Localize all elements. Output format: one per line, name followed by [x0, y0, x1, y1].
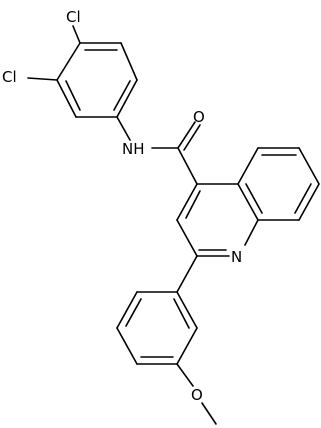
amide-nh-label: NH	[122, 140, 145, 158]
quinoline-n-label: N	[231, 248, 242, 266]
dichlorophenyl-ring	[56, 42, 138, 118]
cl-lower-label: Cl	[2, 68, 17, 86]
cl-lower-bond	[27, 77, 58, 81]
quinoline-pyridine-ring	[176, 183, 259, 257]
cl-upper-label: Cl	[66, 8, 81, 26]
methoxyphenyl-ring	[116, 255, 198, 365]
amide-linker	[116, 116, 201, 185]
quinoline-benzo-ring	[237, 147, 320, 221]
cl-upper-bond	[72, 25, 81, 44]
methoxy-o-label: O	[191, 386, 203, 404]
methoxy-o-bond	[176, 363, 194, 387]
carbonyl-o-label: O	[193, 108, 205, 126]
methoxy-ch3-bond	[201, 402, 217, 425]
